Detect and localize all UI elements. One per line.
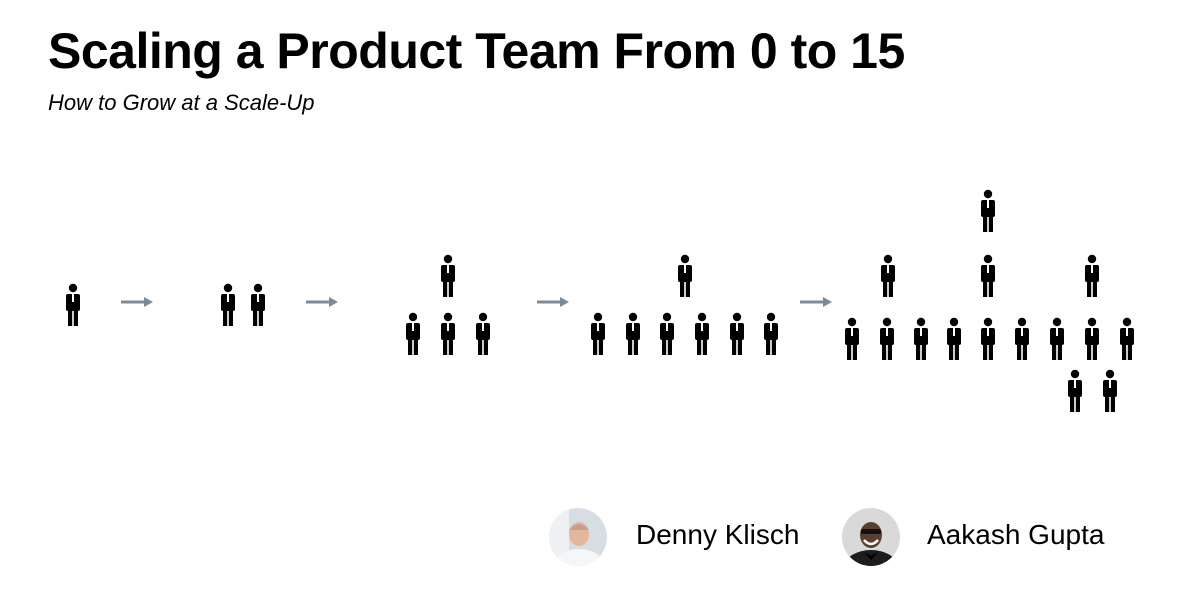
person-icon — [1050, 317, 1064, 360]
person-icon — [66, 283, 80, 326]
page-subtitle: How to Grow at a Scale-Up — [48, 90, 315, 115]
arrow-right-icon — [304, 295, 340, 309]
person-icon — [845, 317, 859, 360]
person-icon — [626, 312, 640, 355]
person-icon — [981, 317, 995, 360]
page-title: Scaling a Product Team From 0 to 15 — [48, 23, 905, 79]
avatar — [549, 508, 607, 566]
person-icon — [441, 312, 455, 355]
person-icon — [406, 312, 420, 355]
person-icon — [441, 254, 455, 297]
author-name: Aakash Gupta — [927, 519, 1105, 550]
person-icon — [1015, 317, 1029, 360]
person-icon — [764, 312, 778, 355]
person-icon — [1085, 254, 1099, 297]
arrow-right-icon — [535, 295, 571, 309]
arrow-right-icon — [119, 295, 155, 309]
avatar — [842, 508, 900, 566]
person-icon — [476, 312, 490, 355]
person-icon — [1068, 369, 1082, 412]
person-icon — [981, 254, 995, 297]
person-icon — [660, 312, 674, 355]
person-icon — [880, 317, 894, 360]
person-icon — [914, 317, 928, 360]
author-name: Denny Klisch — [636, 519, 800, 550]
person-icon — [730, 312, 744, 355]
person-icon — [981, 189, 995, 232]
person-icon — [221, 283, 235, 326]
person-icon — [1103, 369, 1117, 412]
person-icon — [1085, 317, 1099, 360]
person-icon — [591, 312, 605, 355]
person-icon — [251, 283, 265, 326]
person-icon — [695, 312, 709, 355]
person-icon — [678, 254, 692, 297]
person-icon — [947, 317, 961, 360]
person-icon — [881, 254, 895, 297]
arrow-right-icon — [798, 295, 834, 309]
person-icon — [1120, 317, 1134, 360]
